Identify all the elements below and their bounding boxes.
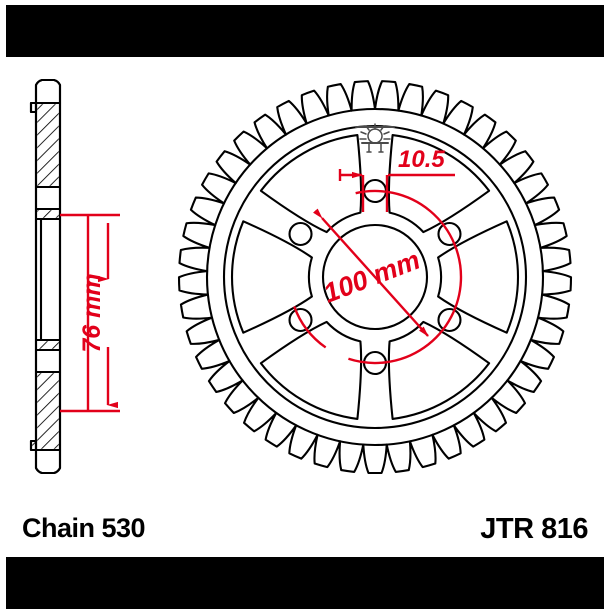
hatch-step-bottom xyxy=(32,441,37,449)
bolt-circle-arc xyxy=(348,189,463,365)
hatch-upper-rim xyxy=(37,104,59,186)
label-100mm-text: 100 mm xyxy=(319,245,424,309)
sprocket-window xyxy=(387,320,491,420)
bolt-circle-arc-lower xyxy=(293,305,327,349)
part-number-label: JTR 816 xyxy=(480,513,588,545)
technical-drawing-canvas: 76 mm xyxy=(0,57,610,557)
surface-finish-icon xyxy=(355,123,395,153)
bolt-hole xyxy=(437,221,462,247)
dimension-thickness-76mm xyxy=(60,213,120,413)
side-section-outline-overlay xyxy=(34,78,62,475)
dimension-label-76mm: 76 mm xyxy=(78,273,106,352)
bolt-hole xyxy=(437,307,462,333)
dimension-label-10-5: 10.5 xyxy=(398,146,445,173)
bolt-hole xyxy=(288,221,313,247)
bolt-hole xyxy=(288,307,313,333)
label-10-5-text: 10.5 xyxy=(398,146,445,173)
bcd-dim-line xyxy=(313,208,429,337)
sprocket-window xyxy=(259,134,363,234)
hatch-step-top xyxy=(32,104,37,112)
sprocket-windows xyxy=(230,134,520,420)
dimension-label-100mm: 100 mm xyxy=(319,245,424,309)
chain-spec-label: Chain 530 xyxy=(22,513,146,543)
sprocket-window xyxy=(230,220,313,334)
letterbox-bar-top xyxy=(6,5,604,57)
dimension-bolt-hole-10-5 xyxy=(338,169,455,212)
dimension-bolt-circle-100mm xyxy=(293,189,463,365)
side-tooth-bottom xyxy=(34,448,62,475)
hatch-lower-web xyxy=(37,341,59,349)
hatch-lower-rim xyxy=(37,373,59,449)
sprocket-front-view xyxy=(177,80,573,475)
sprocket-teeth-outline xyxy=(177,80,573,475)
sprocket-bolt-holes xyxy=(288,178,462,376)
sprocket-drawing-svg: 76 mm xyxy=(29,78,573,475)
label-76mm-text: 76 mm xyxy=(78,273,106,352)
side-section-hatching xyxy=(32,104,59,449)
hatch-upper-web xyxy=(37,210,59,218)
letterbox-bar-bottom xyxy=(6,557,604,609)
side-tooth-top xyxy=(34,78,62,105)
sprocket-window xyxy=(259,320,363,420)
root-circle xyxy=(205,107,545,447)
sprocket-window xyxy=(437,220,520,334)
